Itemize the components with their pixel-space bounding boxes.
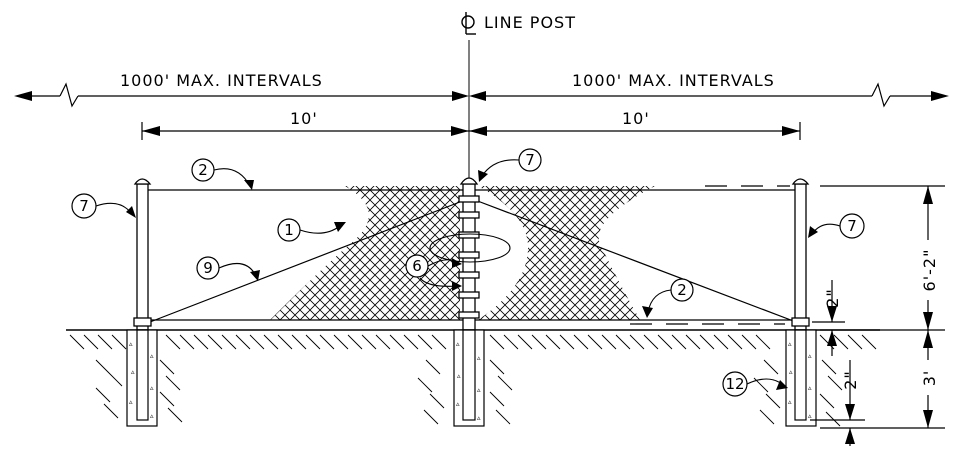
callout-7-left: 7 <box>71 193 136 219</box>
svg-text:▵: ▵ <box>808 352 812 360</box>
max-interval-arrows <box>14 91 949 101</box>
callout-12: 12 <box>722 371 788 397</box>
truss-rods <box>149 199 797 323</box>
end-post-right <box>791 178 810 331</box>
callout-2-bottom-label: 2 <box>677 281 687 299</box>
span-left-label: 10' <box>290 109 318 128</box>
footing-right <box>785 329 817 427</box>
callout-2-top: 2 <box>191 158 254 190</box>
line-post-center <box>458 177 480 331</box>
callout-9-label: 9 <box>203 259 213 277</box>
footing-gap-arrows <box>845 404 855 444</box>
callout-7-left-label: 7 <box>79 197 89 215</box>
svg-text:▵: ▵ <box>477 414 481 422</box>
callout-12-label: 12 <box>725 375 744 393</box>
chain-link-fabric-right <box>478 186 655 320</box>
callout-6: 6 <box>405 254 462 291</box>
svg-text:▵: ▵ <box>129 340 133 348</box>
svg-text:▵: ▵ <box>789 368 793 376</box>
svg-text:▵: ▵ <box>150 412 154 420</box>
svg-text:▵: ▵ <box>150 352 154 360</box>
svg-text:▵: ▵ <box>457 372 461 380</box>
svg-text:▵: ▵ <box>808 412 812 420</box>
callout-7-center: 7 <box>478 148 542 182</box>
footing-left <box>126 329 158 427</box>
page-title: LINE POST <box>484 13 576 32</box>
centerline-symbol-icon <box>461 12 476 35</box>
concrete-aggregate-marks: ▵ ▵ ▵ ▵ ▵ ▵ ▵ ▵ ▵ ▵ ▵ ▵ ▵ ▵ ▵ ▵ ▵ ▵ <box>129 340 812 422</box>
callout-2-top-label: 2 <box>198 161 208 179</box>
svg-text:▵: ▵ <box>131 368 135 376</box>
callout-7-right-label: 7 <box>847 217 857 235</box>
svg-text:▵: ▵ <box>129 398 133 406</box>
fence-height-label: 6'-2" <box>920 249 939 292</box>
callout-7-right: 7 <box>808 213 865 239</box>
bottom-gap-label: 2" <box>823 288 842 308</box>
svg-text:▵: ▵ <box>456 340 460 348</box>
footing-center <box>453 329 485 427</box>
bottom-gap-arrows <box>827 306 837 346</box>
svg-text:▵: ▵ <box>477 354 481 362</box>
max-interval-right-label: 1000' MAX. INTERVALS <box>572 71 775 90</box>
callout-2-bottom: 2 <box>642 278 694 318</box>
tie-wire-loop <box>429 233 511 263</box>
svg-text:▵: ▵ <box>150 384 154 392</box>
footing-gap-label: 2" <box>841 370 860 390</box>
span-right-label: 10' <box>622 109 650 128</box>
centerline-title: LINE POST <box>461 12 576 35</box>
callout-6-label: 6 <box>412 257 422 275</box>
height-dimension-arrows <box>923 186 933 428</box>
footing-depth-label: 3' <box>920 370 939 387</box>
callout-7-center-label: 7 <box>525 151 535 169</box>
callout-1-label: 1 <box>284 221 294 239</box>
end-post-left <box>133 178 152 331</box>
max-interval-left-label: 1000' MAX. INTERVALS <box>120 71 323 90</box>
chain-link-fabric <box>270 186 460 320</box>
callout-9: 9 <box>196 256 260 281</box>
callout-1: 1 <box>277 218 346 242</box>
svg-text:▵: ▵ <box>456 400 460 408</box>
svg-text:▵: ▵ <box>788 340 792 348</box>
svg-text:▵: ▵ <box>788 398 792 406</box>
svg-text:▵: ▵ <box>477 386 481 394</box>
span-arrows <box>142 126 800 136</box>
svg-text:▵: ▵ <box>808 384 812 392</box>
ground-hatching <box>69 334 877 427</box>
